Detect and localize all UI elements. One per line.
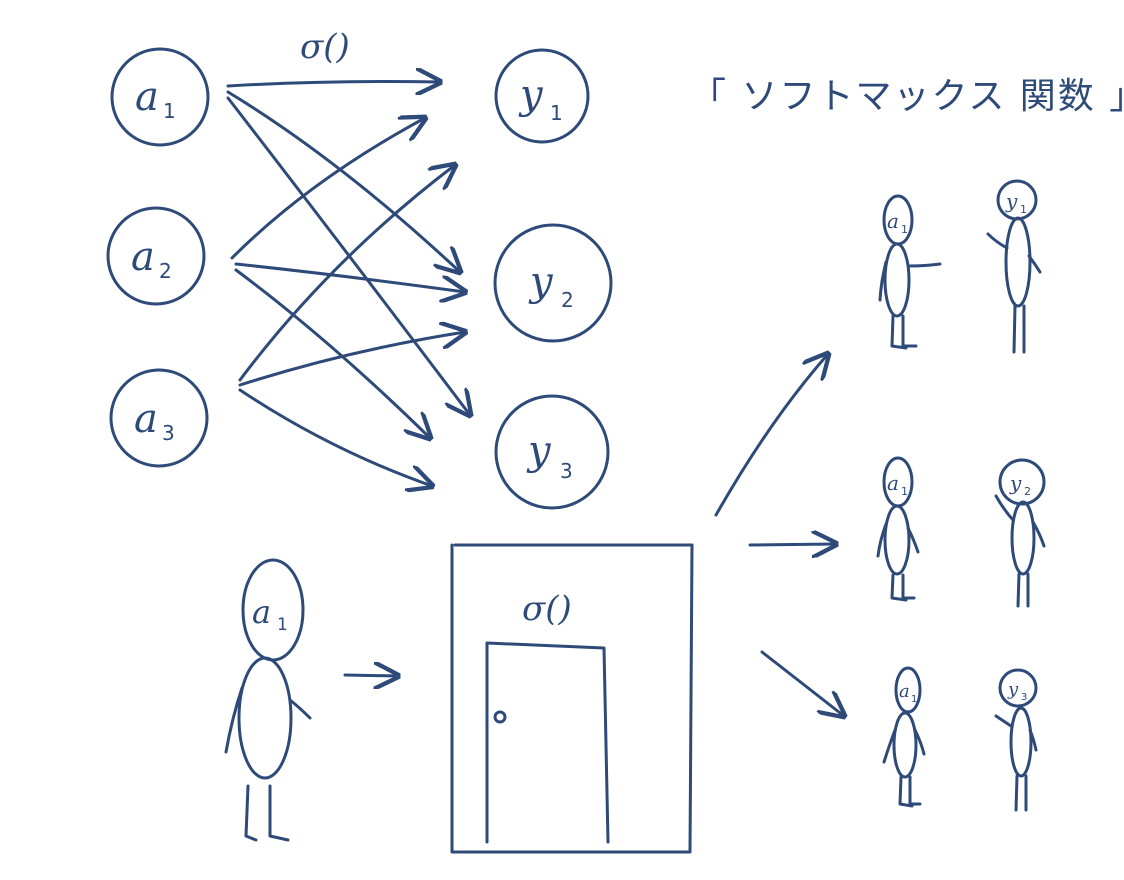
- pair-2-right-var: y: [1009, 471, 1022, 495]
- arrow-box-to-pair-1: [714, 354, 828, 517]
- pair-1-right-var: y: [1005, 189, 1018, 213]
- input-node-a1: a 1: [110, 47, 210, 147]
- pair-1-left-sub: 1: [901, 223, 908, 236]
- arrow-a2-y3: [234, 268, 430, 438]
- pair-3-right-sub: 3: [1021, 692, 1027, 703]
- pair-3-left-figure: a 1: [882, 666, 926, 808]
- pair-2-right-sub: 2: [1024, 485, 1031, 498]
- output-node-y3-var: y: [526, 428, 552, 474]
- arrow-a1-y2: [226, 90, 460, 272]
- pair-2-right-figure: y 2: [994, 458, 1046, 608]
- pair-3-right-figure: y 3: [994, 668, 1038, 812]
- input-node-a3-sub: 3: [162, 421, 175, 445]
- output-node-y2-sub: 2: [561, 288, 574, 312]
- input-node-a2: a 2: [106, 206, 206, 306]
- output-node-y1: y 1: [494, 48, 590, 144]
- pair-2-left-figure: a 1: [876, 456, 920, 602]
- output-node-y1-sub: 1: [550, 101, 563, 125]
- input-node-a2-sub: 2: [159, 259, 172, 283]
- arrow-box-to-pair-3: [760, 650, 844, 716]
- input-node-a2-var: a: [131, 234, 155, 280]
- network-arrows: [226, 82, 470, 487]
- output-node-y2-var: y: [528, 259, 554, 305]
- pair-2-left-sub: 1: [901, 485, 908, 498]
- output-node-y3: y 3: [494, 394, 610, 510]
- arrow-box-to-pair-2: [748, 544, 836, 545]
- arrow-a3-y1: [238, 165, 455, 382]
- arrow-a2-y2: [234, 262, 465, 292]
- function-label: σ(): [300, 27, 350, 67]
- pair-1-right-figure: y 1: [986, 179, 1042, 354]
- output-node-y2: y 2: [493, 223, 613, 343]
- output-node-y3-sub: 3: [560, 459, 573, 483]
- box-label: σ(): [522, 589, 572, 629]
- pair-1-right-sub: 1: [1020, 203, 1027, 216]
- arrow-a1-y3: [226, 96, 470, 415]
- input-node-a3-var: a: [134, 396, 158, 442]
- input-node-a3: a 3: [109, 368, 209, 468]
- input-node-a1-var: a: [135, 74, 159, 120]
- arrow-a3-y2: [238, 332, 465, 387]
- diagram-title: 「 ソフトマックス 関数 」: [690, 76, 1124, 117]
- pair-3-left-var: a: [899, 681, 910, 702]
- arrow-a1-y1: [226, 82, 440, 87]
- pair-1-left-var: a: [887, 209, 899, 233]
- softmax-box: σ(): [450, 543, 694, 854]
- pair-2-left-var: a: [887, 471, 899, 495]
- door: [485, 641, 610, 844]
- door-knob: [493, 710, 507, 724]
- pair-3-right-var: y: [1007, 679, 1019, 700]
- person-input-var: a: [252, 593, 271, 631]
- output-node-y1-var: y: [518, 72, 544, 118]
- arrow-a3-y3: [238, 388, 432, 486]
- arrow-a2-y1: [230, 118, 425, 260]
- arrow-person-to-box: [343, 675, 398, 676]
- pair-3-left-sub: 1: [911, 694, 917, 705]
- input-node-a1-sub: 1: [163, 99, 176, 123]
- pair-1-left-figure: a 1: [878, 194, 942, 350]
- person-input-sub: 1: [277, 615, 288, 635]
- person-input: a 1: [224, 558, 312, 842]
